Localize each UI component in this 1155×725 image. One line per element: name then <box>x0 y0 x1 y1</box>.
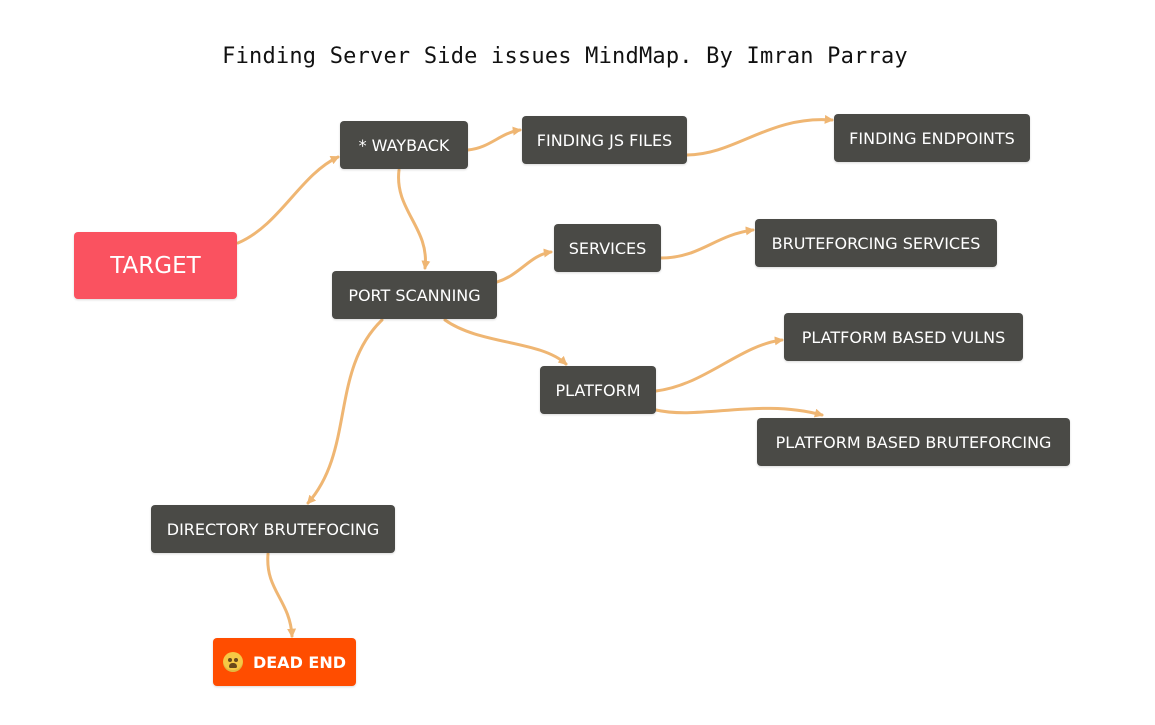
node-dead-end-label: DEAD END <box>252 652 347 672</box>
node-target[interactable]: TARGET <box>74 232 237 299</box>
node-platform-based-bruteforcing[interactable]: PLATFORM BASED BRUTEFORCING <box>757 418 1070 466</box>
node-services[interactable]: SERVICES <box>554 224 661 272</box>
edge-portscanning-directory <box>306 318 384 505</box>
edge-directory-deadend <box>266 552 297 638</box>
node-services-label: SERVICES <box>568 238 647 258</box>
node-platform-label: PLATFORM <box>555 380 641 400</box>
node-platform-based-bruteforcing-label: PLATFORM BASED BRUTEFORCING <box>775 432 1052 452</box>
node-bruteforcing-services[interactable]: BRUTEFORCING SERVICES <box>755 219 997 267</box>
edge-platform-vulns <box>654 336 784 393</box>
edge-platform-bruteforcing <box>654 406 824 418</box>
edge-portscanning-platform <box>443 318 568 366</box>
node-finding-js-files[interactable]: FINDING JS FILES <box>522 116 687 164</box>
node-platform-based-vulns-label: PLATFORM BASED VULNS <box>801 327 1006 347</box>
node-directory-brutefocing[interactable]: DIRECTORY BRUTEFOCING <box>151 505 395 553</box>
edge-portscanning-services <box>495 248 553 284</box>
node-finding-endpoints-label: FINDING ENDPOINTS <box>849 128 1015 148</box>
node-finding-endpoints[interactable]: FINDING ENDPOINTS <box>834 114 1030 162</box>
node-platform[interactable]: PLATFORM <box>540 366 656 414</box>
mindmap-title: Finding Server Side issues MindMap. By I… <box>222 44 908 69</box>
edge-target-wayback <box>236 155 340 245</box>
node-wayback[interactable]: * WAYBACK <box>340 121 468 169</box>
edge-findingjs-endpoints <box>685 114 834 157</box>
edge-services-bruteforcing <box>659 226 755 260</box>
node-directory-brutefocing-label: DIRECTORY BRUTEFOCING <box>166 519 380 539</box>
node-platform-based-vulns[interactable]: PLATFORM BASED VULNS <box>784 313 1023 361</box>
edge-wayback-findingjs <box>466 126 522 152</box>
node-target-label: TARGET <box>110 252 201 279</box>
edge-wayback-portscanning <box>397 168 431 270</box>
crying-face-icon <box>222 652 243 672</box>
node-bruteforcing-services-label: BRUTEFORCING SERVICES <box>771 233 981 253</box>
node-dead-end[interactable]: DEAD END <box>213 638 356 686</box>
node-finding-js-files-label: FINDING JS FILES <box>536 130 673 150</box>
node-port-scanning-label: PORT SCANNING <box>348 285 481 305</box>
node-wayback-label: * WAYBACK <box>358 135 450 155</box>
node-port-scanning[interactable]: PORT SCANNING <box>332 271 497 319</box>
